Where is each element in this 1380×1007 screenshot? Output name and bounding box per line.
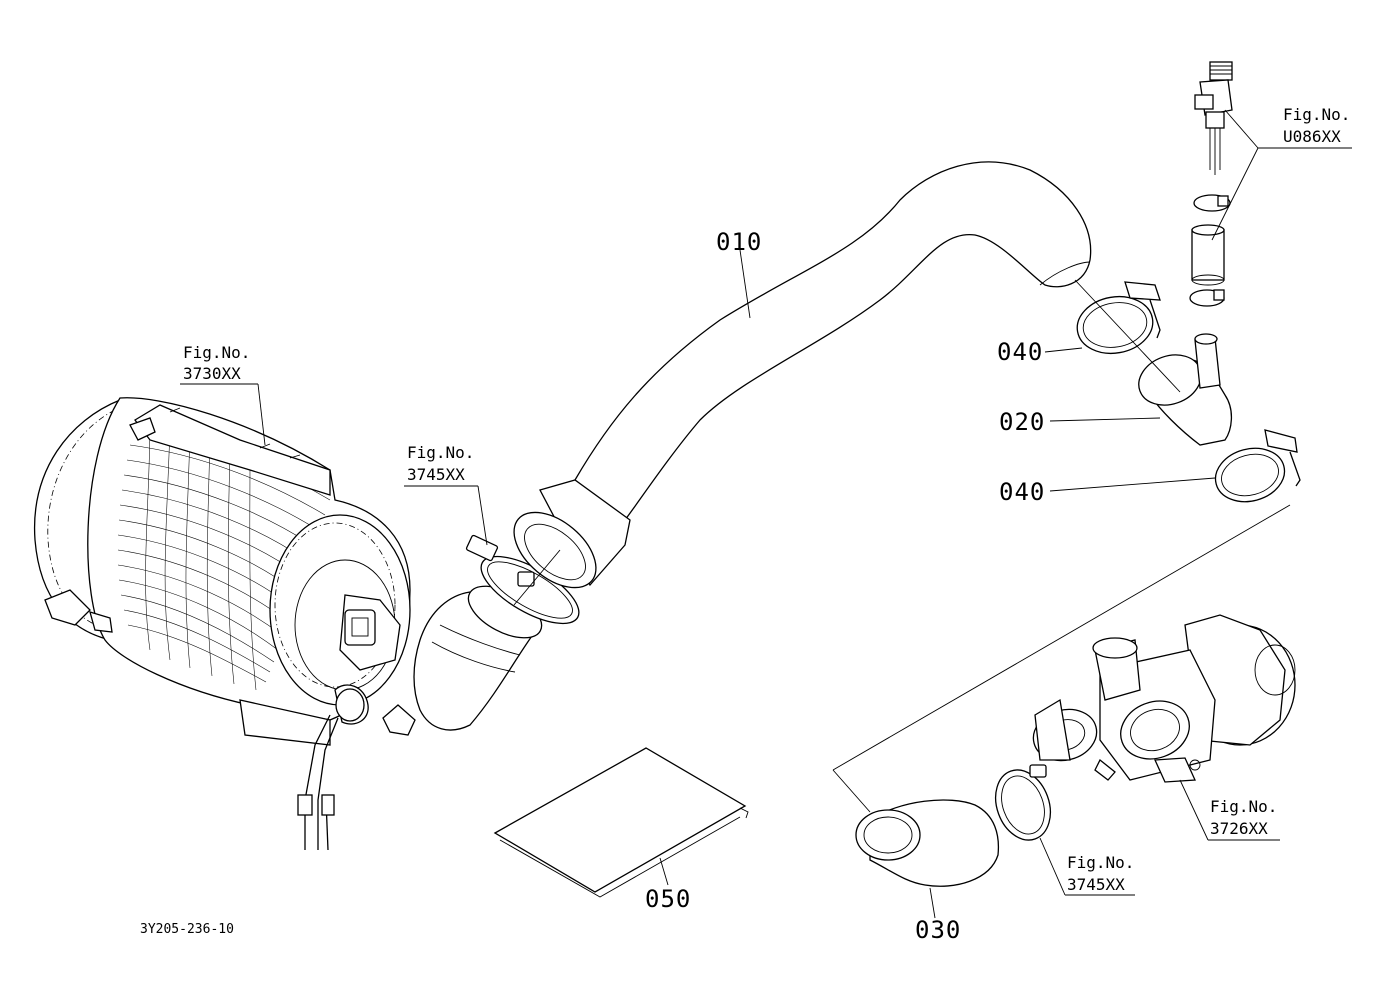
label-sheet-050	[493, 747, 749, 898]
part-label-010: 010	[716, 228, 762, 256]
figure-reference-labels: Fig.No. 3730XX Fig.No. 3745XX Fig.No. U0…	[180, 105, 1352, 894]
fig-ref-3726xx: Fig.No. 3726XX	[1210, 797, 1277, 838]
fig-ref-label: Fig.No.	[1283, 105, 1350, 124]
air-cleaner-assembly	[33, 397, 416, 851]
intake-hose-010	[513, 161, 1092, 589]
fig-ref-label: Fig.No.	[407, 443, 474, 462]
part-label-040-lower: 040	[999, 478, 1045, 506]
turbocharger-assembly	[1032, 614, 1296, 783]
part-label-030: 030	[915, 916, 961, 944]
fig-ref-label: Fig.No.	[1067, 853, 1134, 872]
hose-clamp-lower	[994, 764, 1052, 841]
drawing-id: 3Y205-236-10	[140, 922, 234, 937]
fig-ref-label: Fig.No.	[183, 343, 250, 362]
pipe-020	[1138, 333, 1233, 446]
elbow-hose-air-cleaner	[413, 585, 543, 731]
fig-ref-number: 3726XX	[1210, 819, 1268, 838]
fig-ref-number: 3745XX	[1067, 875, 1125, 894]
hose-clamp-040-lower	[1214, 429, 1301, 503]
part-label-040-upper: 040	[997, 338, 1043, 366]
fig-ref-number: 3730XX	[183, 364, 241, 383]
part-label-050: 050	[645, 885, 691, 913]
fig-ref-3730xx: Fig.No. 3730XX	[180, 343, 258, 385]
fig-ref-number: 3745XX	[407, 465, 465, 484]
leader-lines	[257, 109, 1291, 919]
elbow-hose-030	[855, 799, 1000, 887]
fig-ref-number: U086XX	[1283, 127, 1341, 146]
fig-ref-3745xx-lower: Fig.No. 3745XX	[1067, 853, 1134, 894]
fig-ref-u086xx: Fig.No. U086XX	[1283, 105, 1352, 149]
boost-sensor-u086xx	[1189, 61, 1233, 307]
fig-ref-label: Fig.No.	[1210, 797, 1277, 816]
part-number-labels: 010 020 030 040 040 050	[645, 228, 1045, 944]
hose-clamp-040-upper	[1076, 281, 1161, 355]
hose-clamp-upper	[465, 534, 580, 625]
part-label-020: 020	[999, 408, 1045, 436]
fig-ref-3745xx-upper: Fig.No. 3745XX	[404, 443, 478, 487]
